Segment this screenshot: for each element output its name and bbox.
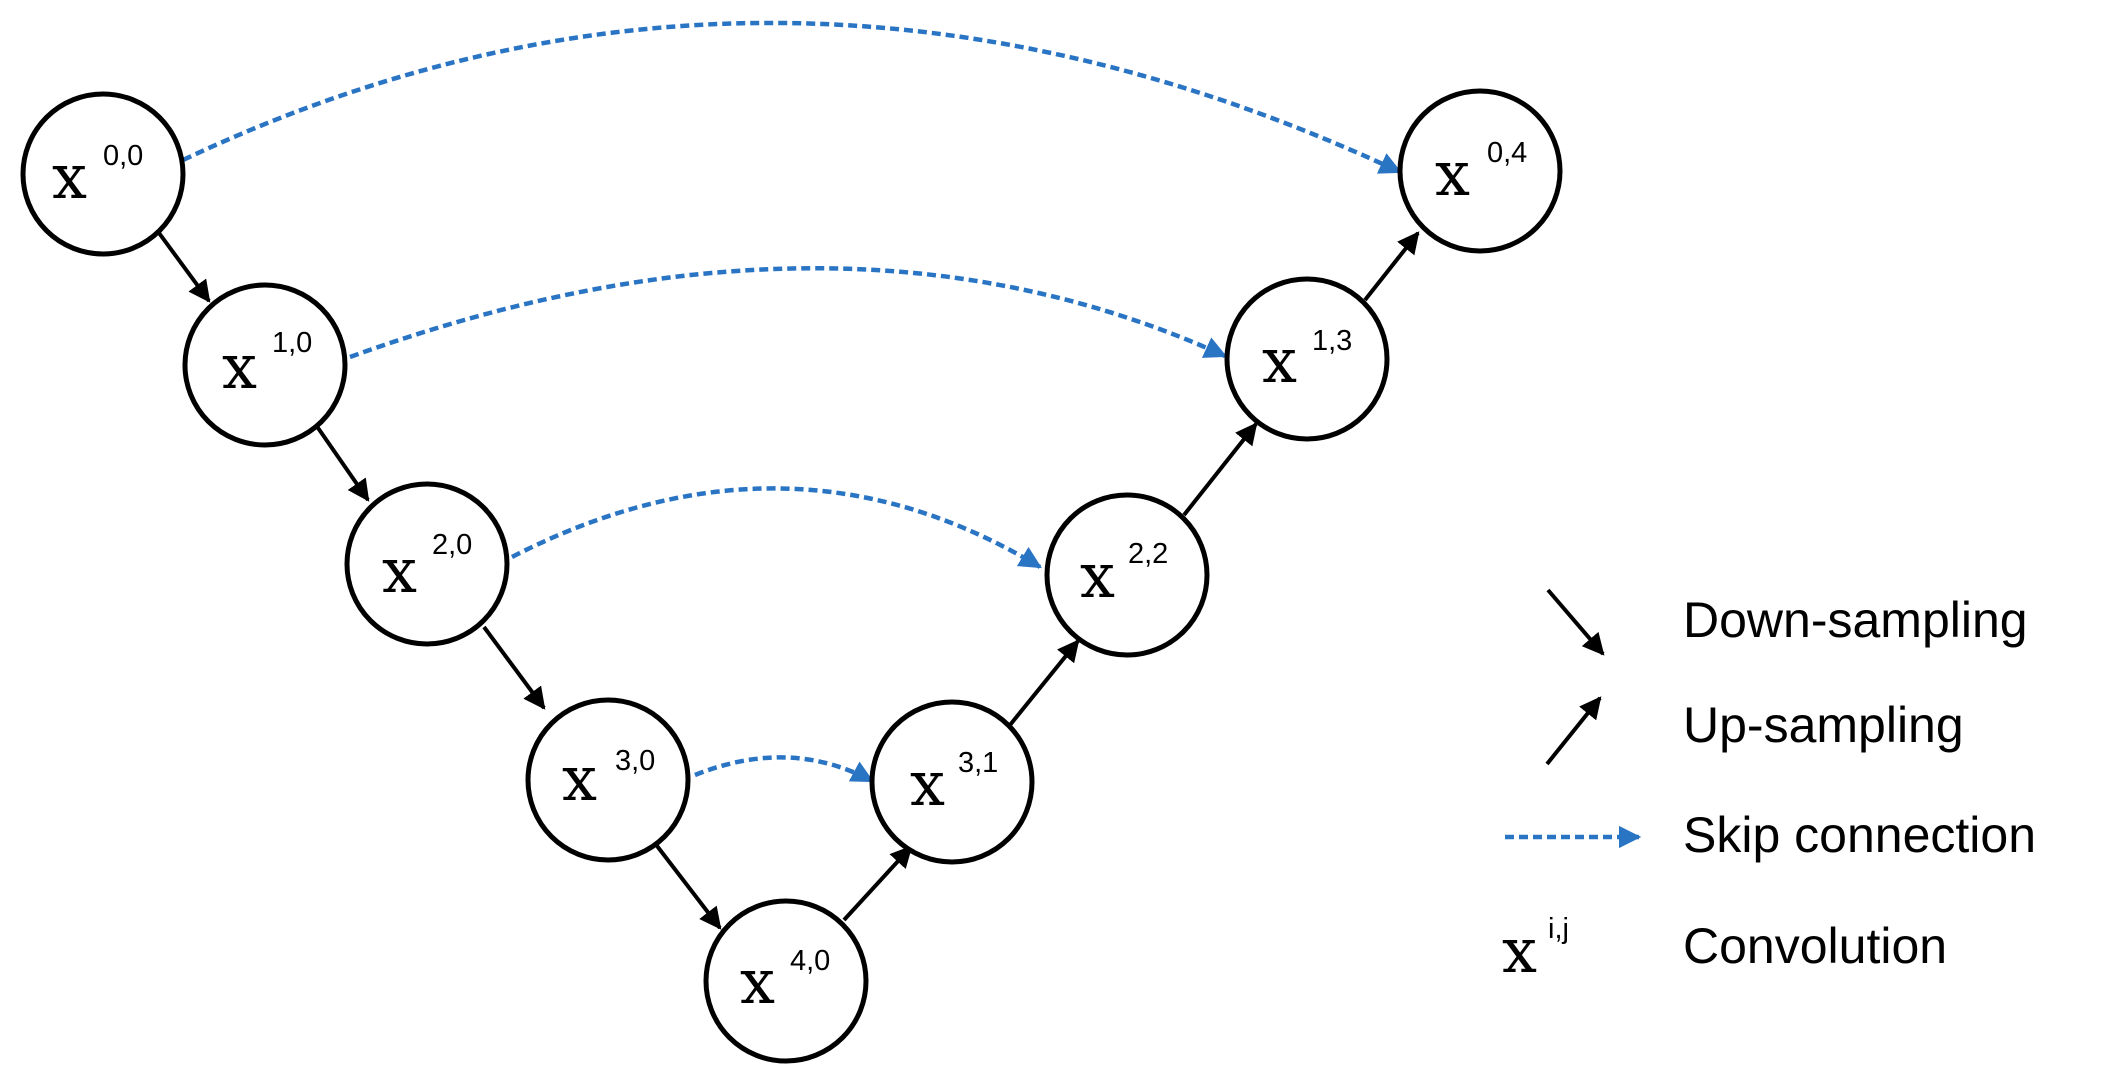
- node-base-x: x: [1435, 137, 1470, 210]
- node-superscript: 3,0: [615, 745, 655, 777]
- skip-connection-x20-x22: [510, 486, 1042, 569]
- node-x31: x 3,1: [869, 699, 1035, 865]
- convolution-nodes: x 0,0 x 1,0 x 2,0 x 3,0 x 4,0 x 3,1: [20, 88, 1563, 1064]
- up-sampling-arrows: [842, 231, 1420, 922]
- up-sampling-arrow-x40-x31: [842, 845, 913, 922]
- legend-skip-connection-label: Skip connection: [1683, 807, 2036, 863]
- skip-connection-x10-x13: [349, 266, 1228, 360]
- node-x13: x 1,3: [1224, 276, 1390, 442]
- legend-convolution-label: Convolution: [1683, 918, 1947, 974]
- skip-connection-x00-x04: [182, 20, 1403, 175]
- node-x20: x 2,0: [344, 481, 510, 647]
- node-base-x: x: [910, 747, 945, 820]
- skip-connection-x30-x31: [694, 755, 874, 783]
- node-x30: x 3,0: [525, 697, 691, 863]
- node-base-x: x: [740, 945, 775, 1018]
- node-base-x: x: [222, 330, 257, 403]
- up-sampling-arrow-x31-x22: [1008, 639, 1080, 727]
- node-base-x: x: [562, 742, 597, 815]
- node-superscript: 2,0: [432, 529, 472, 561]
- node-circle: [1224, 276, 1390, 442]
- node-x00: x 0,0: [20, 91, 186, 257]
- legend: Down-sampling Up-sampling Skip connectio…: [1502, 588, 2036, 987]
- node-base-x: x: [1262, 324, 1297, 397]
- node-circle: [869, 699, 1035, 865]
- node-superscript: 0,4: [1487, 137, 1527, 169]
- legend-up-sampling-label: Up-sampling: [1683, 697, 1964, 753]
- node-circle: [525, 697, 691, 863]
- down-sampling-arrows: [157, 231, 722, 930]
- legend-convolution-symbol-base: x: [1502, 914, 1537, 987]
- node-base-x: x: [1080, 539, 1115, 612]
- node-circle: [1397, 88, 1563, 254]
- node-circle: [703, 898, 869, 1064]
- down-sampling-arrow-x20-x30: [482, 625, 546, 710]
- node-x40: x 4,0: [703, 898, 869, 1064]
- legend-down-sampling-label: Down-sampling: [1683, 592, 2028, 648]
- down-sampling-arrow-x00-x10: [157, 231, 211, 303]
- node-x22: x 2,2: [1044, 492, 1210, 658]
- up-sampling-arrow-x22-x13: [1182, 422, 1258, 517]
- node-circle: [1044, 492, 1210, 658]
- node-x10: x 1,0: [182, 282, 348, 448]
- legend-up-sampling-arrow: [1545, 696, 1602, 766]
- node-superscript: 3,1: [958, 747, 998, 779]
- node-base-x: x: [382, 534, 417, 607]
- legend-down-sampling-arrow: [1546, 588, 1605, 656]
- node-circle: [182, 282, 348, 448]
- legend-convolution-symbol-superscript: i,j: [1548, 913, 1569, 945]
- node-base-x: x: [52, 140, 87, 213]
- node-superscript: 1,3: [1312, 325, 1352, 357]
- up-sampling-arrow-x13-x04: [1363, 231, 1420, 302]
- node-x04: x 0,4: [1397, 88, 1563, 254]
- node-circle: [344, 481, 510, 647]
- node-superscript: 0,0: [103, 140, 143, 172]
- down-sampling-arrow-x30-x40: [652, 840, 722, 930]
- down-sampling-arrow-x10-x20: [314, 423, 370, 502]
- node-superscript: 4,0: [790, 945, 830, 977]
- skip-connections: [182, 20, 1403, 783]
- node-superscript: 1,0: [272, 327, 312, 359]
- node-superscript: 2,2: [1128, 538, 1168, 570]
- node-circle: [20, 91, 186, 257]
